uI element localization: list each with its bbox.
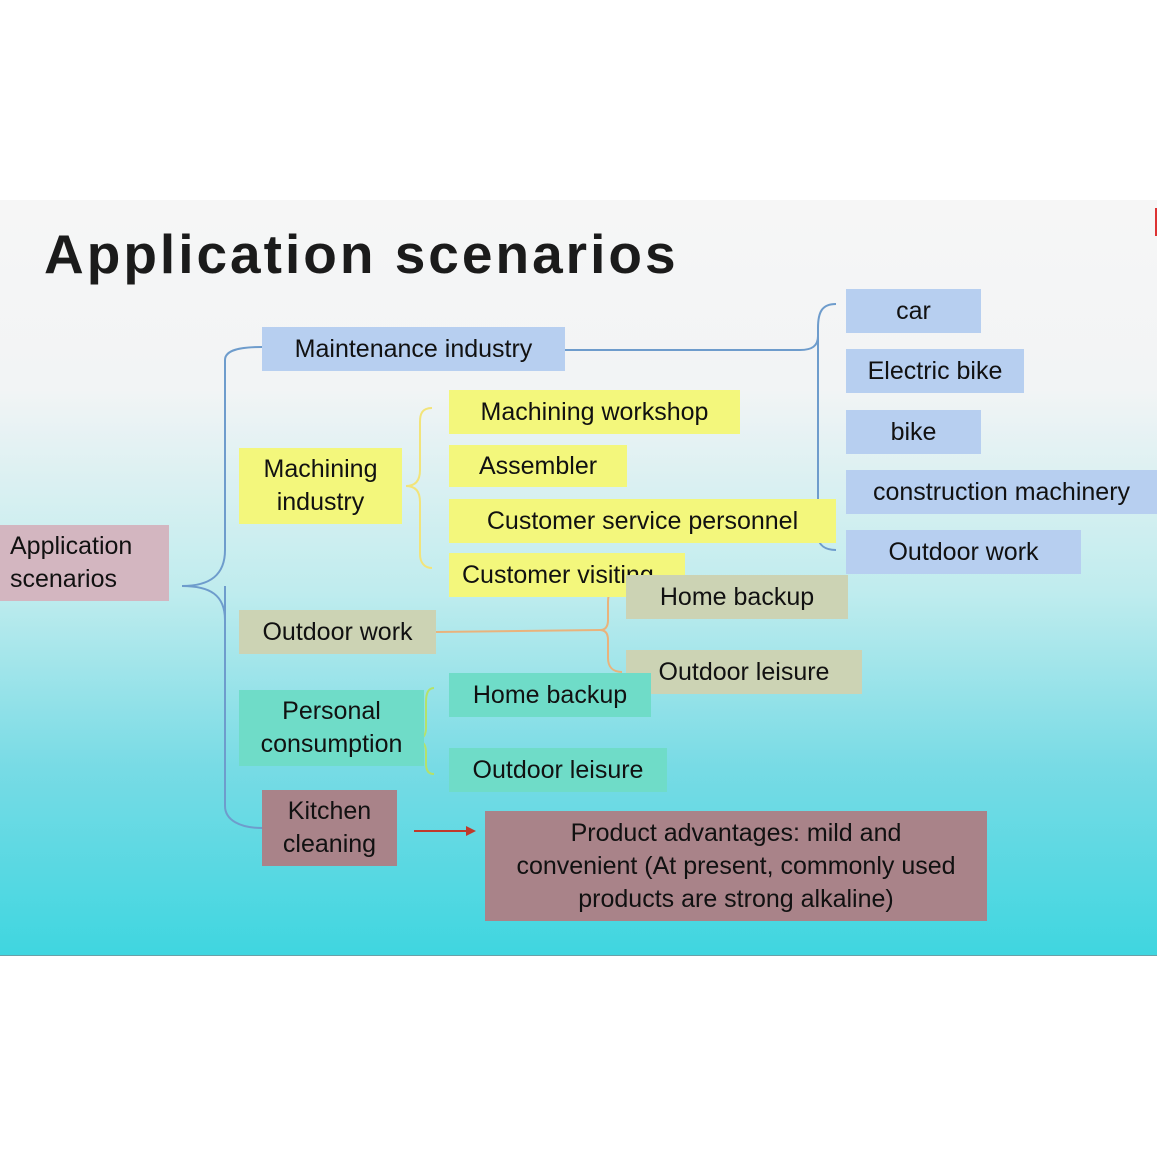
machining-bracket (405, 407, 433, 569)
personal-label-line-2: consumption (260, 730, 403, 758)
maintenance-child-car: car (846, 289, 981, 333)
personal-consumption-node: Personal consumption (239, 690, 424, 766)
kitchen-label-line-2: cleaning (282, 830, 377, 858)
personal-label-line-1: Personal (282, 697, 381, 725)
outdoor-child-home-backup: Home backup (626, 575, 848, 619)
kitchen-label-line-1: Kitchen (287, 797, 372, 825)
advantages-line-2: convenient (At present, commonly used (516, 851, 956, 880)
edge-mark (1155, 208, 1157, 236)
personal-child-outdoor-leisure: Outdoor leisure (449, 748, 667, 792)
maintenance-child-outdoor-work: Outdoor work (846, 530, 1081, 574)
root-label-line-1: Application (10, 532, 133, 560)
slide: Application scenarios Application scenari… (0, 200, 1157, 956)
outdoor-connector (435, 629, 601, 633)
maintenance-child-bike: bike (846, 410, 981, 454)
slide-title: Application scenarios (44, 223, 679, 285)
root-connector (181, 346, 263, 829)
outdoor-bracket (599, 585, 623, 673)
machining-child-customer-service: Customer service personnel (449, 499, 836, 543)
kitchen-product-advantages: Product advantages: mild and convenient … (485, 811, 987, 921)
advantages-line-1: Product advantages: mild and (570, 818, 902, 847)
outdoor-work-node: Outdoor work (239, 610, 436, 654)
machining-child-assembler: Assembler (449, 445, 627, 487)
root-label-line-2: scenarios (10, 565, 117, 593)
advantages-line-3: products are strong alkaline) (578, 884, 894, 913)
machining-label-line-2: industry (276, 488, 365, 516)
maintenance-child-electric-bike: Electric bike (846, 349, 1024, 393)
kitchen-cleaning-node: Kitchen cleaning (262, 790, 397, 866)
personal-child-home-backup: Home backup (449, 673, 651, 717)
maintenance-industry-node: Maintenance industry (262, 327, 565, 371)
machining-label-line-1: Machining (263, 455, 378, 483)
outdoor-child-outdoor-leisure: Outdoor leisure (626, 650, 862, 694)
machining-child-workshop: Machining workshop (449, 390, 740, 434)
root-node: Application scenarios (0, 525, 169, 601)
maintenance-bracket (799, 303, 837, 551)
kitchen-arrow-head (466, 826, 476, 836)
maintenance-child-construction-machinery: construction machinery (846, 470, 1157, 514)
machining-industry-node: Machining industry (239, 448, 402, 524)
